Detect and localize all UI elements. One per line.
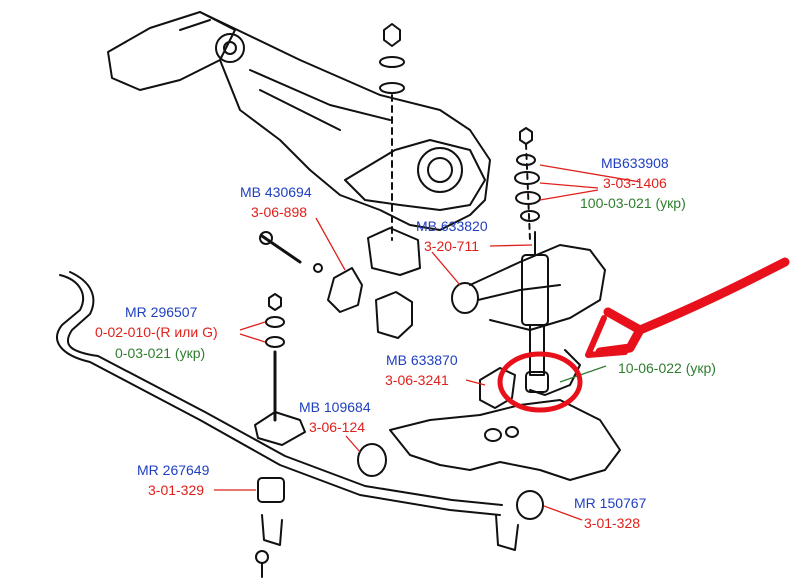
leader-line [543, 505, 583, 521]
code-3-01-329: 3-01-329 [148, 482, 205, 498]
leader-line [239, 321, 266, 331]
code-0-02-010: 0-02-010-(R или G) [95, 324, 218, 340]
stabilizer-link [254, 293, 306, 446]
part-number-mb109684: MB 109684 [299, 399, 371, 415]
stabilizer-bar [56, 271, 503, 516]
code-3-06-124: 3-06-124 [309, 419, 366, 435]
leader-line [239, 333, 266, 343]
code-100-03-021: 100-03-021 (укр) [580, 195, 686, 211]
leader-line [539, 164, 641, 183]
leader-line [345, 435, 361, 453]
code-3-06-3241: 3-06-3241 [385, 372, 449, 388]
part-number-mr267649: MR 267649 [137, 462, 210, 478]
part-number-mb430694: MB 430694 [240, 184, 312, 200]
shock-top-hardware [514, 127, 541, 241]
lower-control-arm [357, 367, 621, 481]
part-number-mb633908: MB633908 [601, 155, 669, 171]
code-0-03-021: 0-03-021 (укр) [115, 345, 206, 361]
leader-line [465, 379, 486, 386]
leader-line [539, 189, 599, 201]
leader-line [489, 244, 533, 247]
part-number-mb633820: MB 633820 [416, 218, 488, 234]
bushing-mr150767 [495, 490, 544, 551]
code-3-06-898: 3-06-898 [251, 204, 308, 220]
leader-line [315, 217, 346, 271]
bushing-mb430694 [259, 227, 421, 339]
bushing-mr267649 [255, 477, 285, 578]
leader-line [431, 251, 461, 286]
leader-line [539, 182, 599, 189]
code-3-03-1406: 3-03-1406 [603, 175, 667, 191]
part-number-mr150767: MR 150767 [574, 495, 647, 511]
upper-control-arm [451, 231, 606, 396]
code-10-06-022: 10-06-022 (укр) [618, 360, 716, 376]
code-3-01-328: 3-01-328 [584, 515, 641, 531]
part-number-mb633870: MB 633870 [386, 352, 458, 368]
part-number-mr296507: MR 296507 [125, 304, 198, 320]
frame-crossmember [107, 11, 491, 231]
highlight-annotation [497, 257, 790, 413]
leader-line [559, 365, 607, 383]
frame-bolt-stack [379, 23, 405, 241]
code-3-20-711: 3-20-711 [424, 238, 480, 254]
